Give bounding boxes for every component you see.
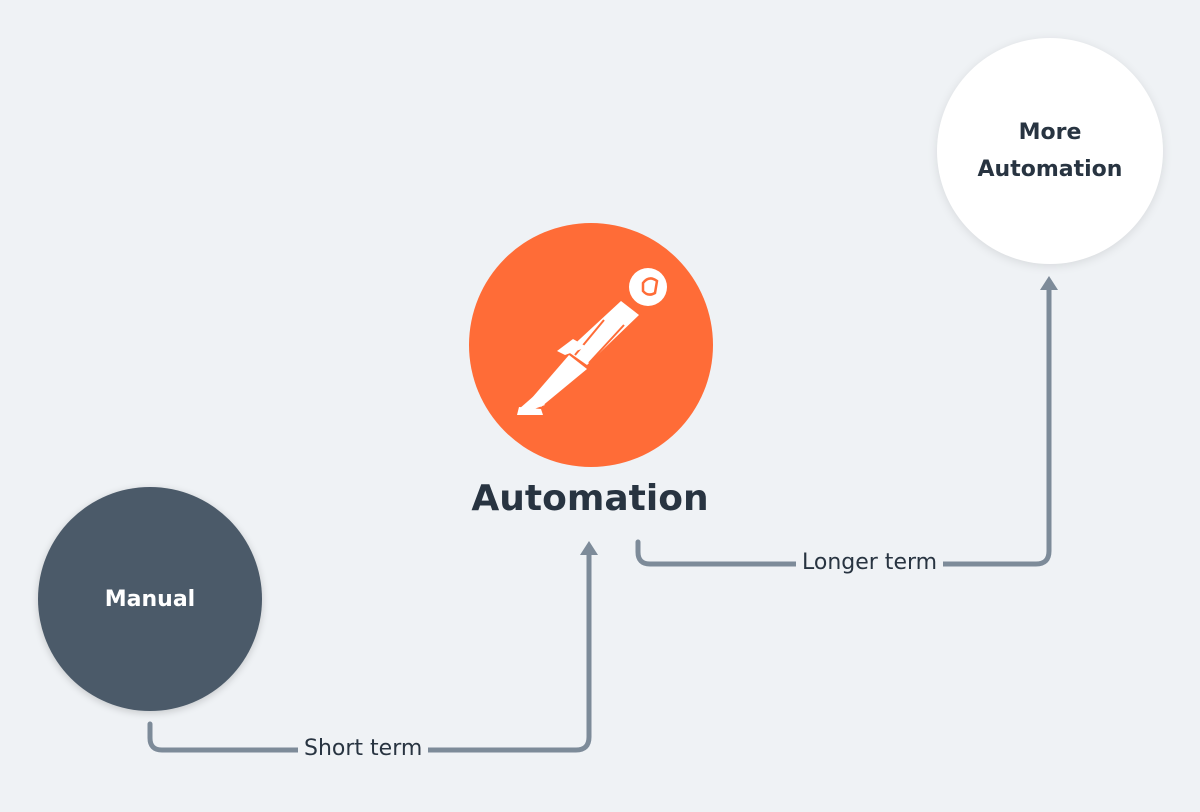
automation-node [469, 223, 713, 467]
postman-astronaut-icon [517, 268, 667, 415]
arrowhead-up-icon [580, 541, 598, 555]
longer-term-label: Longer term [796, 549, 944, 577]
short-term-label: Short term [298, 735, 429, 763]
more-automation-label: More Automation [977, 120, 1123, 182]
manual-node: Manual [38, 487, 262, 711]
arrowhead-up-icon [1040, 276, 1058, 290]
manual-label: Manual [104, 586, 196, 612]
more-automation-node: More Automation [937, 38, 1163, 264]
automation-label: Automation [471, 478, 709, 519]
